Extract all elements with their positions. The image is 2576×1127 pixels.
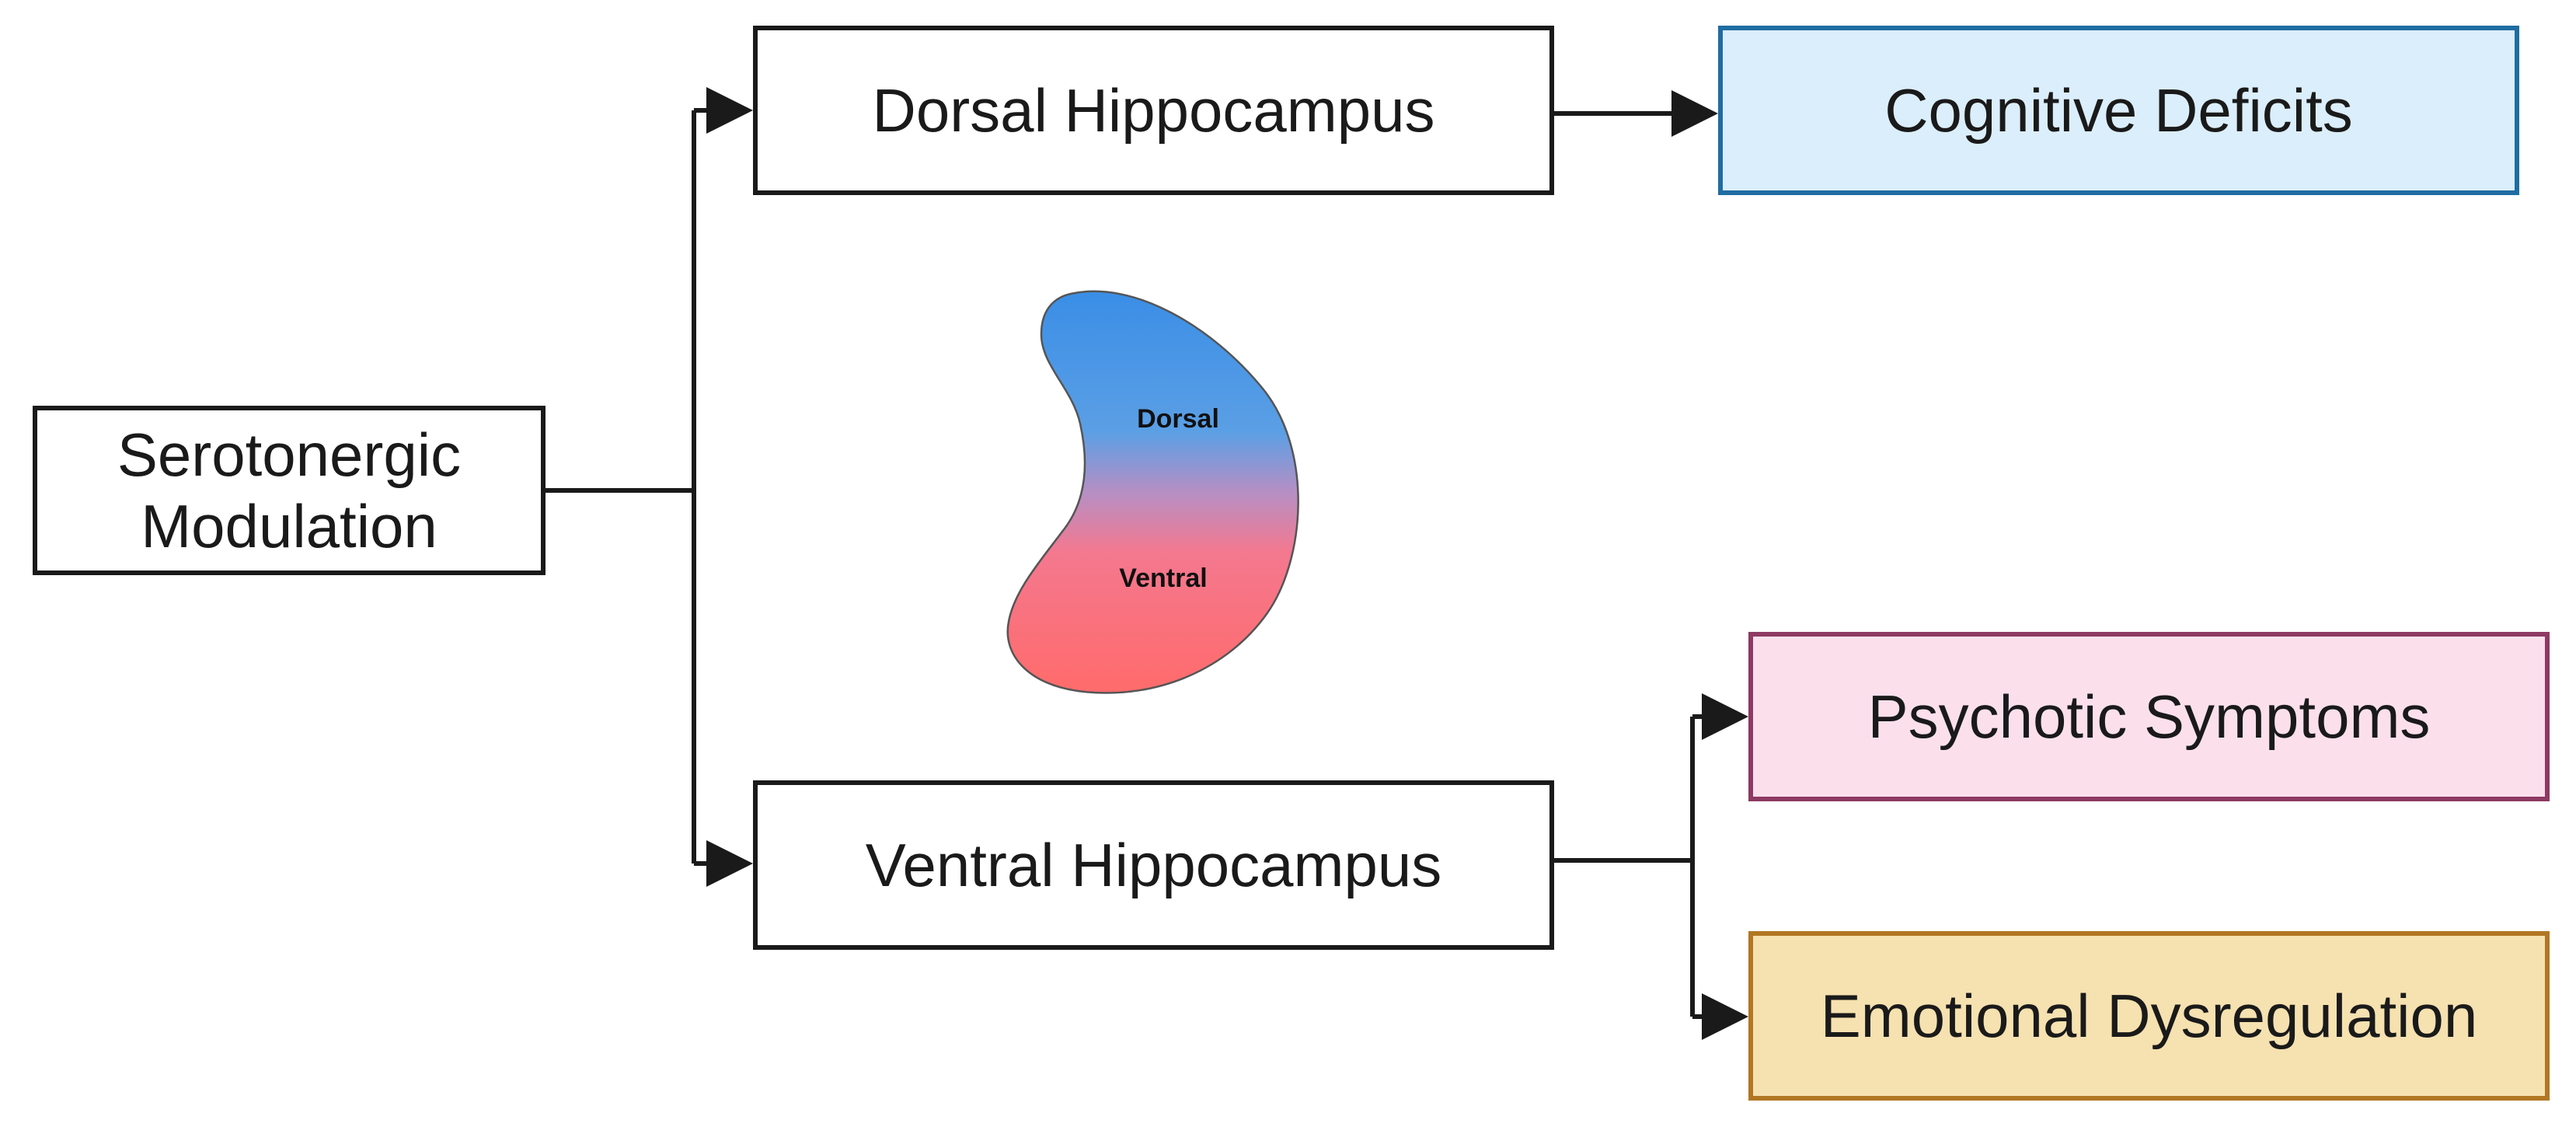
dorsal-region-label: Dorsal (1137, 404, 1219, 434)
emotional-dysregulation-box: Emotional Dysregulation (1748, 931, 2550, 1101)
dorsal-hippocampus-label: Dorsal Hippocampus (872, 75, 1435, 145)
cognitive-deficits-box: Cognitive Deficits (1718, 26, 2519, 195)
psychotic-symptoms-box: Psychotic Symptoms (1748, 632, 2550, 801)
ventral-hippocampus-box: Ventral Hippocampus (753, 780, 1554, 950)
hippocampus-shape (1006, 290, 1299, 694)
ventral-region-label: Ventral (1119, 564, 1207, 593)
dorsal-hippocampus-box: Dorsal Hippocampus (753, 26, 1554, 195)
ventral-hippocampus-label: Ventral Hippocampus (865, 830, 1442, 899)
serotonergic-modulation-box: Serotonergic Modulation (33, 406, 546, 575)
psychotic-symptoms-label: Psychotic Symptoms (1867, 682, 2431, 751)
cognitive-deficits-label: Cognitive Deficits (1884, 75, 2353, 145)
emotional-dysregulation-label: Emotional Dysregulation (1820, 981, 2478, 1050)
serotonergic-modulation-label: Serotonergic Modulation (117, 420, 462, 560)
